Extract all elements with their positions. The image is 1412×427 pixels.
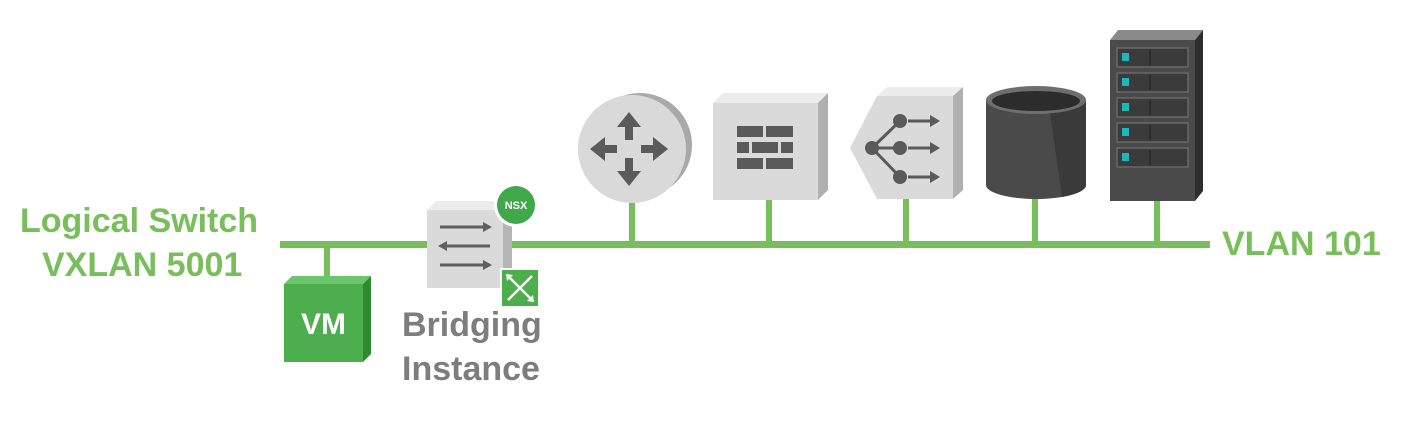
bridge-switch-icon: [427, 201, 512, 288]
arrows-exchange-icon: [438, 222, 492, 270]
firewall-icon: [713, 93, 828, 200]
router-drop-line: [629, 190, 635, 244]
vxlan-segment-line: [280, 241, 432, 248]
bridging-caption: Bridging: [402, 306, 542, 344]
vxlan-label: VXLAN 5001: [42, 246, 242, 284]
server-rack-icon: [1110, 30, 1203, 201]
vm-drop-line: [324, 244, 330, 282]
vlan-label: VLAN 101: [1222, 225, 1381, 263]
load-balancer-icon: [850, 87, 963, 199]
firewall-drop-line: [766, 198, 772, 244]
storage-icon: [986, 86, 1087, 199]
instance-caption: Instance: [402, 350, 540, 388]
lb-drop-line: [903, 198, 909, 244]
vlan-segment-line: [505, 241, 1210, 248]
distribution-arrows-icon: [865, 114, 940, 184]
nsx-badge-icon: NSX: [494, 183, 538, 227]
server-drop-line: [1154, 198, 1160, 244]
storage-drop-line: [1032, 195, 1038, 244]
brick-wall-icon: [737, 126, 793, 169]
logical-switch-label: Logical Switch: [20, 202, 258, 240]
vm-icon: VM: [284, 276, 371, 362]
nsx-badge-label: NSX: [505, 200, 528, 212]
router-icon: [578, 93, 692, 203]
vm-label: VM: [301, 308, 346, 341]
logical-router-badge-icon: [500, 268, 540, 308]
